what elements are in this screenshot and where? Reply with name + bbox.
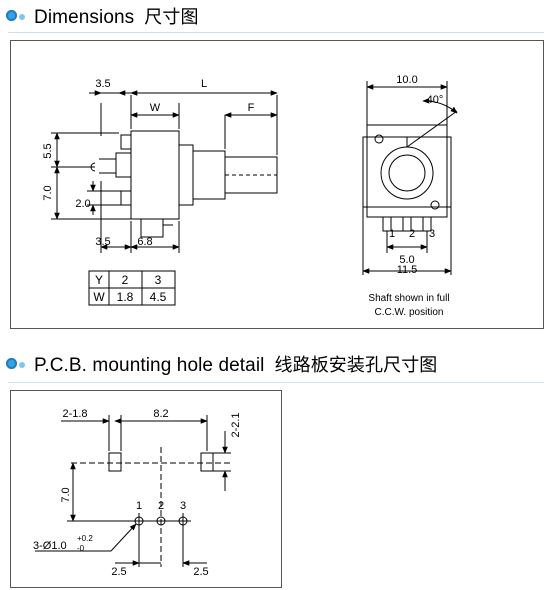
- hole-tolerance-lower: -0: [77, 544, 85, 553]
- section-header-pcb: P.C.B. mounting hole detail 线路板安装孔尺寸图: [6, 350, 437, 378]
- section-title-cn: 线路板安装孔尺寸图: [274, 355, 438, 375]
- table-cell: 2: [122, 273, 129, 287]
- pin-label: 3: [180, 500, 186, 512]
- dim-label: 7.0: [42, 185, 54, 200]
- pin-label: 2: [409, 228, 415, 240]
- dim-label: 2.0: [75, 198, 90, 210]
- dim-label: 2-2.1: [230, 412, 242, 437]
- table-cell: 1.8: [117, 290, 134, 304]
- mounting-slot: [200, 452, 214, 472]
- pin-label: 1: [136, 500, 142, 512]
- dim-label: W: [150, 102, 161, 114]
- note-line: C.C.W. position: [375, 307, 444, 318]
- pcb-drawing: 2-1.8 8.2 2-2.1 7.0 1 2 3 2.5 2.5 3-Ø1.0…: [33, 408, 242, 578]
- section-title: Dimensions 尺寸图: [34, 3, 199, 29]
- hole-spec-label: 3-Ø1.0: [33, 540, 67, 552]
- angle-label: 40°: [427, 94, 444, 106]
- note-line: Shaft shown in full: [368, 293, 449, 304]
- dim-label: 10.0: [396, 74, 417, 86]
- dim-label: L: [201, 78, 207, 90]
- section-title-en: P.C.B. mounting hole detail: [34, 355, 265, 376]
- dim-label: 7.0: [60, 487, 72, 502]
- dim-label: 5.0: [399, 254, 414, 266]
- table-cell: 4.5: [150, 290, 167, 304]
- bullet-icon: [6, 357, 28, 371]
- dim-label: F: [248, 102, 255, 114]
- pot-body-side: [130, 130, 180, 220]
- pin-label: 3: [429, 228, 435, 240]
- section-title-cn: 尺寸图: [144, 7, 199, 27]
- table-cell: 3: [155, 273, 162, 287]
- dim-label: 2.5: [193, 566, 208, 578]
- dim-label: 2.5: [111, 566, 126, 578]
- pcb-drawing-box: 2-1.8 8.2 2-2.1 7.0 1 2 3 2.5 2.5 3-Ø1.0…: [10, 390, 282, 588]
- dim-label: 3.5: [95, 236, 110, 248]
- dimensions-drawing-box: 3.5 L W F 5.5 7.0 2.0 3.5 6.8 10.0 40° 1…: [10, 40, 544, 329]
- dim-label: 3.5: [95, 78, 110, 90]
- pin-label: 1: [389, 228, 395, 240]
- section-title: P.C.B. mounting hole detail 线路板安装孔尺寸图: [34, 351, 437, 377]
- yw-table: Y 2 3 W 1.8 4.5: [88, 270, 176, 306]
- section-divider: [8, 32, 544, 33]
- hole-tolerance-upper: +0.2: [77, 534, 93, 543]
- table-cell: W: [93, 290, 105, 304]
- section-title-en: Dimensions: [34, 7, 135, 28]
- section-divider: [8, 382, 544, 383]
- dim-label: 11.5: [397, 264, 418, 276]
- table-cell: Y: [95, 273, 103, 287]
- shaft-front-inner: [388, 154, 426, 192]
- bullet-icon: [6, 9, 28, 23]
- dim-label: 6.8: [137, 236, 152, 248]
- dim-label: 8.2: [153, 408, 168, 420]
- dimensions-drawing: 3.5 L W F 5.5 7.0 2.0 3.5 6.8 10.0 40° 1…: [42, 74, 458, 318]
- dim-label: 2-1.8: [62, 408, 87, 420]
- pin-label: 2: [158, 500, 164, 512]
- mounting-slot: [108, 452, 122, 472]
- section-header-dimensions: Dimensions 尺寸图: [6, 2, 199, 30]
- dim-label: 5.5: [42, 143, 54, 158]
